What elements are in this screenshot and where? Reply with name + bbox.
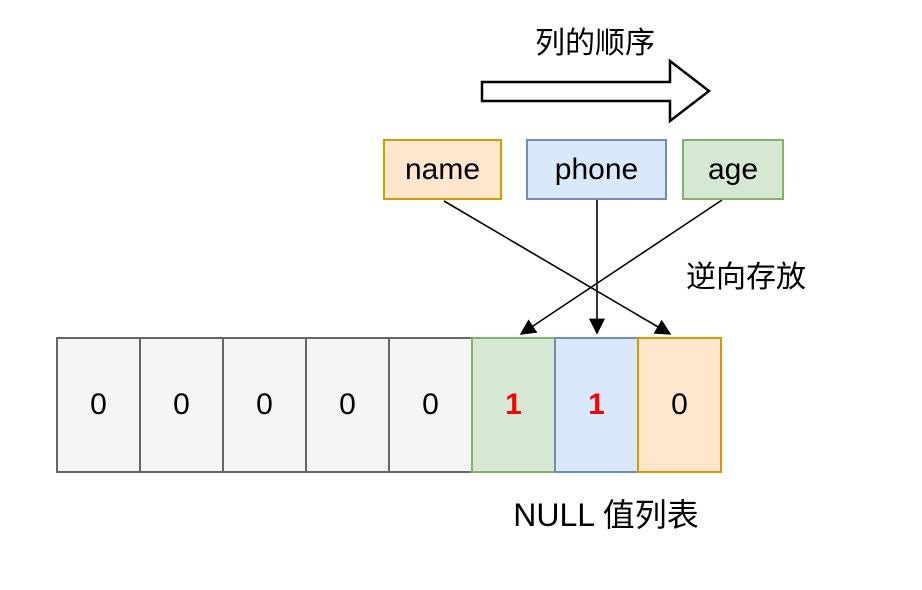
column-box-age-label: age [707,152,759,186]
bit-value: 1 [505,388,522,421]
bit-value: 0 [671,388,688,421]
arrow-name-to-bit [443,200,672,335]
column-box-phone-label: phone [554,152,639,186]
bit-value: 1 [588,388,605,421]
bit-value: 0 [90,388,107,421]
bitmap-cell: 0 [139,337,224,473]
column-box-age: age [682,139,784,200]
bit-value: 0 [173,388,190,421]
bit-value: 0 [256,388,273,421]
null-bitmap-row: 0 0 0 0 0 1 1 0 [56,337,722,473]
column-box-phone: phone [526,139,667,200]
column-order-block-arrow-icon [480,58,712,124]
bit-value: 0 [422,388,439,421]
column-order-label: 列的顺序 [535,27,655,60]
null-list-caption: NULL 值列表 [513,497,699,533]
bitmap-cell: 0 [305,337,390,473]
bitmap-cell-phone: 1 [554,337,639,473]
bitmap-cell: 0 [388,337,473,473]
bitmap-cell-name: 0 [637,337,722,473]
bit-value: 0 [339,388,356,421]
column-box-name: name [383,139,502,200]
column-box-name-label: name [404,152,481,186]
bitmap-cell: 0 [222,337,307,473]
bitmap-cell: 0 [56,337,141,473]
bitmap-cell-age: 1 [471,337,556,473]
reverse-storage-label: 逆向存放 [686,261,806,294]
